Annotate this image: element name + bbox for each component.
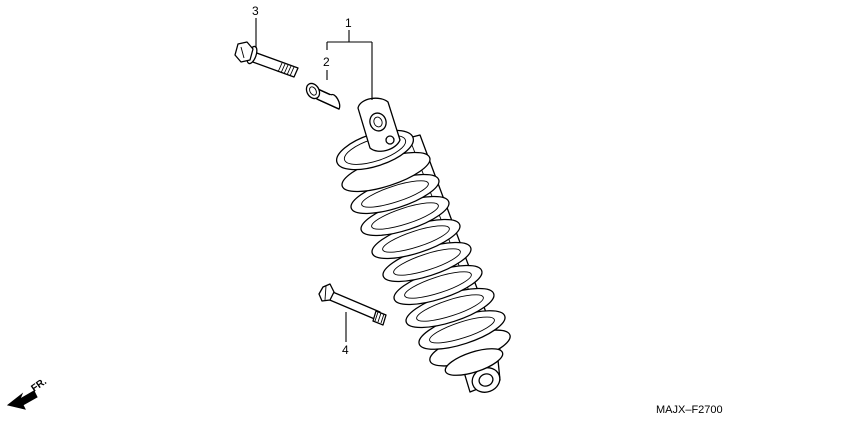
front-direction-arrow-icon [6,390,38,410]
callout-1: 1 [345,16,352,30]
diagram-code: MAJX–F2700 [656,404,723,416]
shock-absorber [335,97,511,393]
collar [305,82,341,110]
leader-lines [255,18,373,342]
callout-3: 3 [252,4,259,18]
spring [341,151,511,367]
stud-bolt [318,283,387,326]
callout-2: 2 [323,55,330,69]
callout-4: 4 [342,343,349,357]
flange-bolt [234,41,299,78]
